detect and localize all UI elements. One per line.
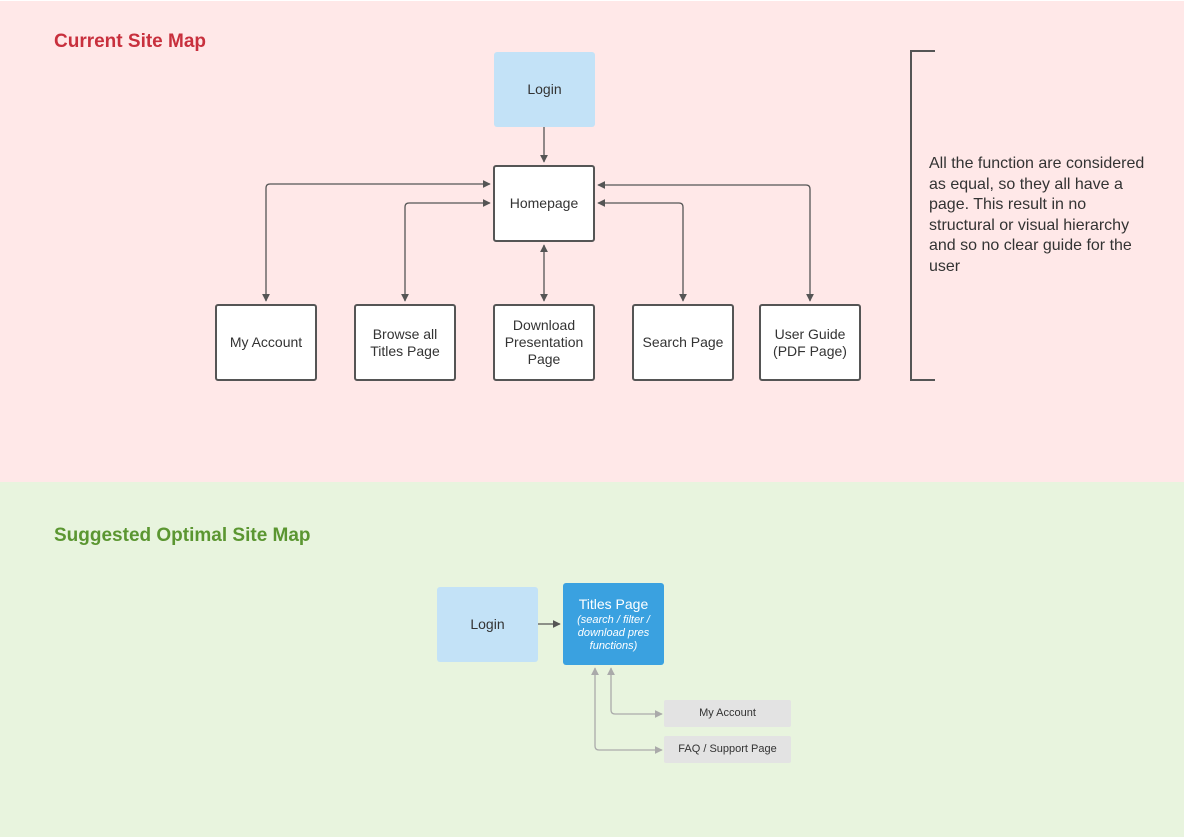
browse-titles-label-line-2: Titles Page: [370, 342, 440, 359]
suggested-my-account-node: My Account: [664, 700, 791, 727]
titles-page-sub-line-1: (search / filter /: [577, 613, 650, 626]
browse-titles-label-line-1: Browse all: [372, 325, 438, 342]
search-page-node: Search Page: [632, 304, 734, 381]
connector-homepage-user-guide: [597, 181, 814, 302]
hierarchy-note: All the function are considered as equal…: [929, 155, 1145, 275]
download-label-line-2: Presentation: [504, 334, 584, 350]
download-label-line-3: Page: [527, 351, 561, 367]
user-guide-node: User Guide (PDF Page): [759, 304, 861, 381]
download-label-line-1: Download: [512, 317, 576, 333]
connector-homepage-search: [597, 199, 687, 302]
titles-page-node: Titles Page (search / filter / download …: [563, 583, 664, 665]
homepage-node: Homepage: [493, 165, 595, 242]
current-site-map-title: Current Site Map: [54, 31, 207, 52]
titles-page-label: Titles Page: [578, 595, 649, 612]
connector-homepage-browse: [401, 199, 491, 302]
faq-support-label: FAQ / Support Page: [678, 743, 777, 755]
suggested-login-node: Login: [437, 587, 538, 662]
user-guide-label-line-1: User Guide: [774, 325, 846, 342]
search-page-node-label: Search Page: [642, 334, 724, 350]
my-account-node-label: My Account: [229, 334, 303, 350]
suggested-login-label: Login: [470, 616, 505, 632]
user-guide-label-line-2: (PDF Page): [773, 342, 847, 359]
download-presentation-node: Download Presentation Page: [493, 304, 595, 381]
suggested-site-map-title: Suggested Optimal Site Map: [54, 525, 311, 546]
my-account-node: My Account: [215, 304, 317, 381]
faq-support-node: FAQ / Support Page: [664, 736, 791, 763]
homepage-node-label: Homepage: [509, 195, 579, 211]
connector-titles-my-account: [607, 667, 663, 718]
connector-homepage-my-account: [262, 180, 491, 302]
titles-page-sub-line-3: functions): [589, 639, 638, 652]
connector-titles-faq: [591, 667, 663, 754]
note-bracket: [910, 50, 935, 381]
suggested-my-account-label: My Account: [699, 707, 756, 719]
titles-page-sub-line-2: download pres: [577, 626, 650, 639]
login-node: Login: [494, 52, 595, 127]
browse-titles-node: Browse all Titles Page: [354, 304, 456, 381]
login-node-label: Login: [527, 81, 562, 97]
